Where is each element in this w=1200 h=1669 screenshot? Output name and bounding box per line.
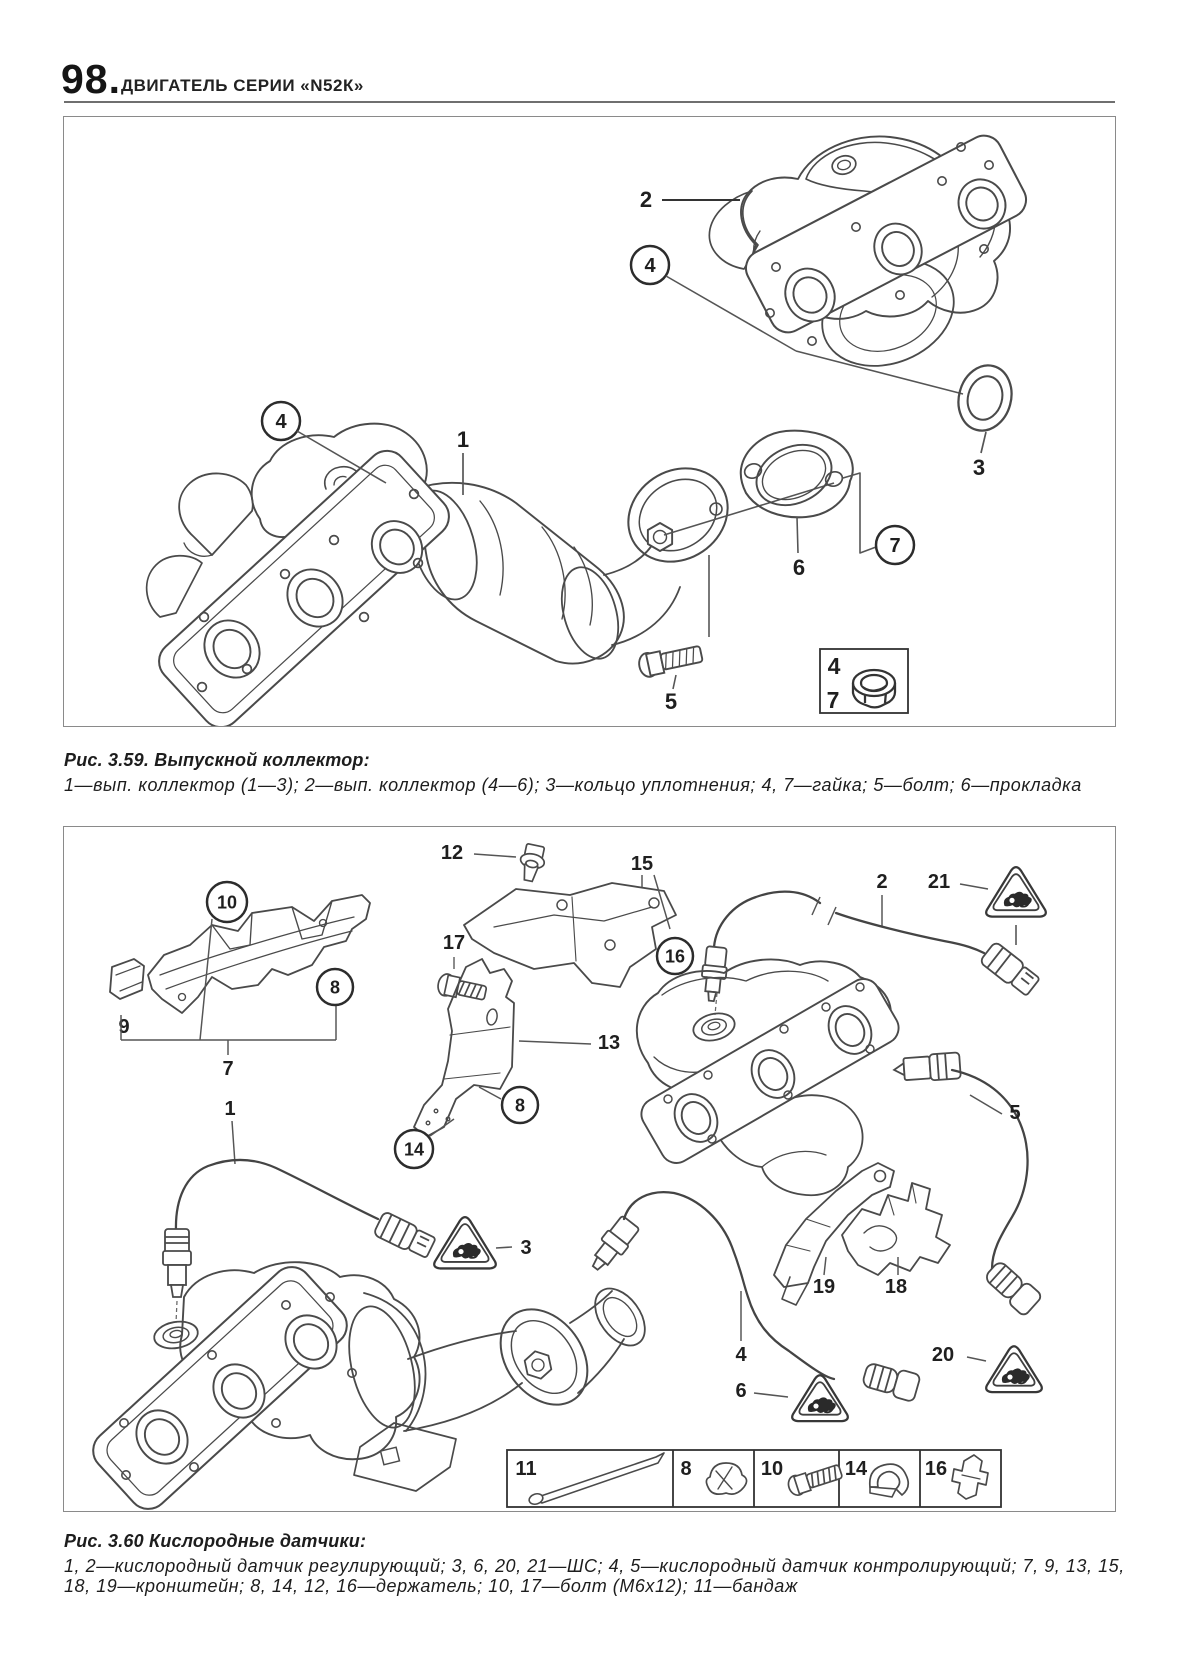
- svg-text:6: 6: [735, 1380, 746, 1402]
- svg-text:14: 14: [404, 1139, 424, 1159]
- svg-text:5: 5: [665, 689, 677, 714]
- svg-text:19: 19: [813, 1276, 835, 1298]
- svg-text:2: 2: [876, 871, 887, 893]
- svg-text:7: 7: [889, 535, 900, 557]
- svg-text:4: 4: [275, 411, 287, 433]
- svg-text:7: 7: [222, 1058, 233, 1080]
- svg-text:1: 1: [457, 427, 469, 452]
- svg-text:13: 13: [598, 1032, 620, 1054]
- svg-text:16: 16: [665, 946, 685, 966]
- svg-text:4: 4: [735, 1344, 747, 1366]
- svg-text:17: 17: [443, 932, 465, 954]
- svg-text:15: 15: [631, 853, 653, 875]
- svg-text:12: 12: [441, 842, 463, 864]
- svg-text:8: 8: [515, 1095, 525, 1115]
- svg-text:1: 1: [224, 1098, 235, 1120]
- svg-text:4: 4: [828, 653, 841, 679]
- svg-text:8: 8: [330, 977, 340, 997]
- svg-text:20: 20: [932, 1344, 954, 1366]
- svg-text:7: 7: [827, 687, 840, 713]
- svg-text:5: 5: [1009, 1102, 1020, 1124]
- svg-text:10: 10: [761, 1458, 783, 1480]
- svg-text:2: 2: [640, 187, 652, 212]
- svg-text:18: 18: [885, 1276, 907, 1298]
- svg-text:9: 9: [118, 1016, 129, 1038]
- svg-text:6: 6: [793, 555, 805, 580]
- svg-text:11: 11: [515, 1458, 536, 1480]
- svg-text:3: 3: [973, 455, 985, 480]
- svg-text:21: 21: [928, 871, 950, 893]
- svg-text:16: 16: [925, 1458, 947, 1480]
- svg-text:14: 14: [845, 1458, 868, 1480]
- svg-text:10: 10: [217, 892, 237, 912]
- svg-text:3: 3: [520, 1237, 531, 1259]
- svg-text:8: 8: [680, 1458, 691, 1480]
- svg-text:4: 4: [644, 255, 656, 277]
